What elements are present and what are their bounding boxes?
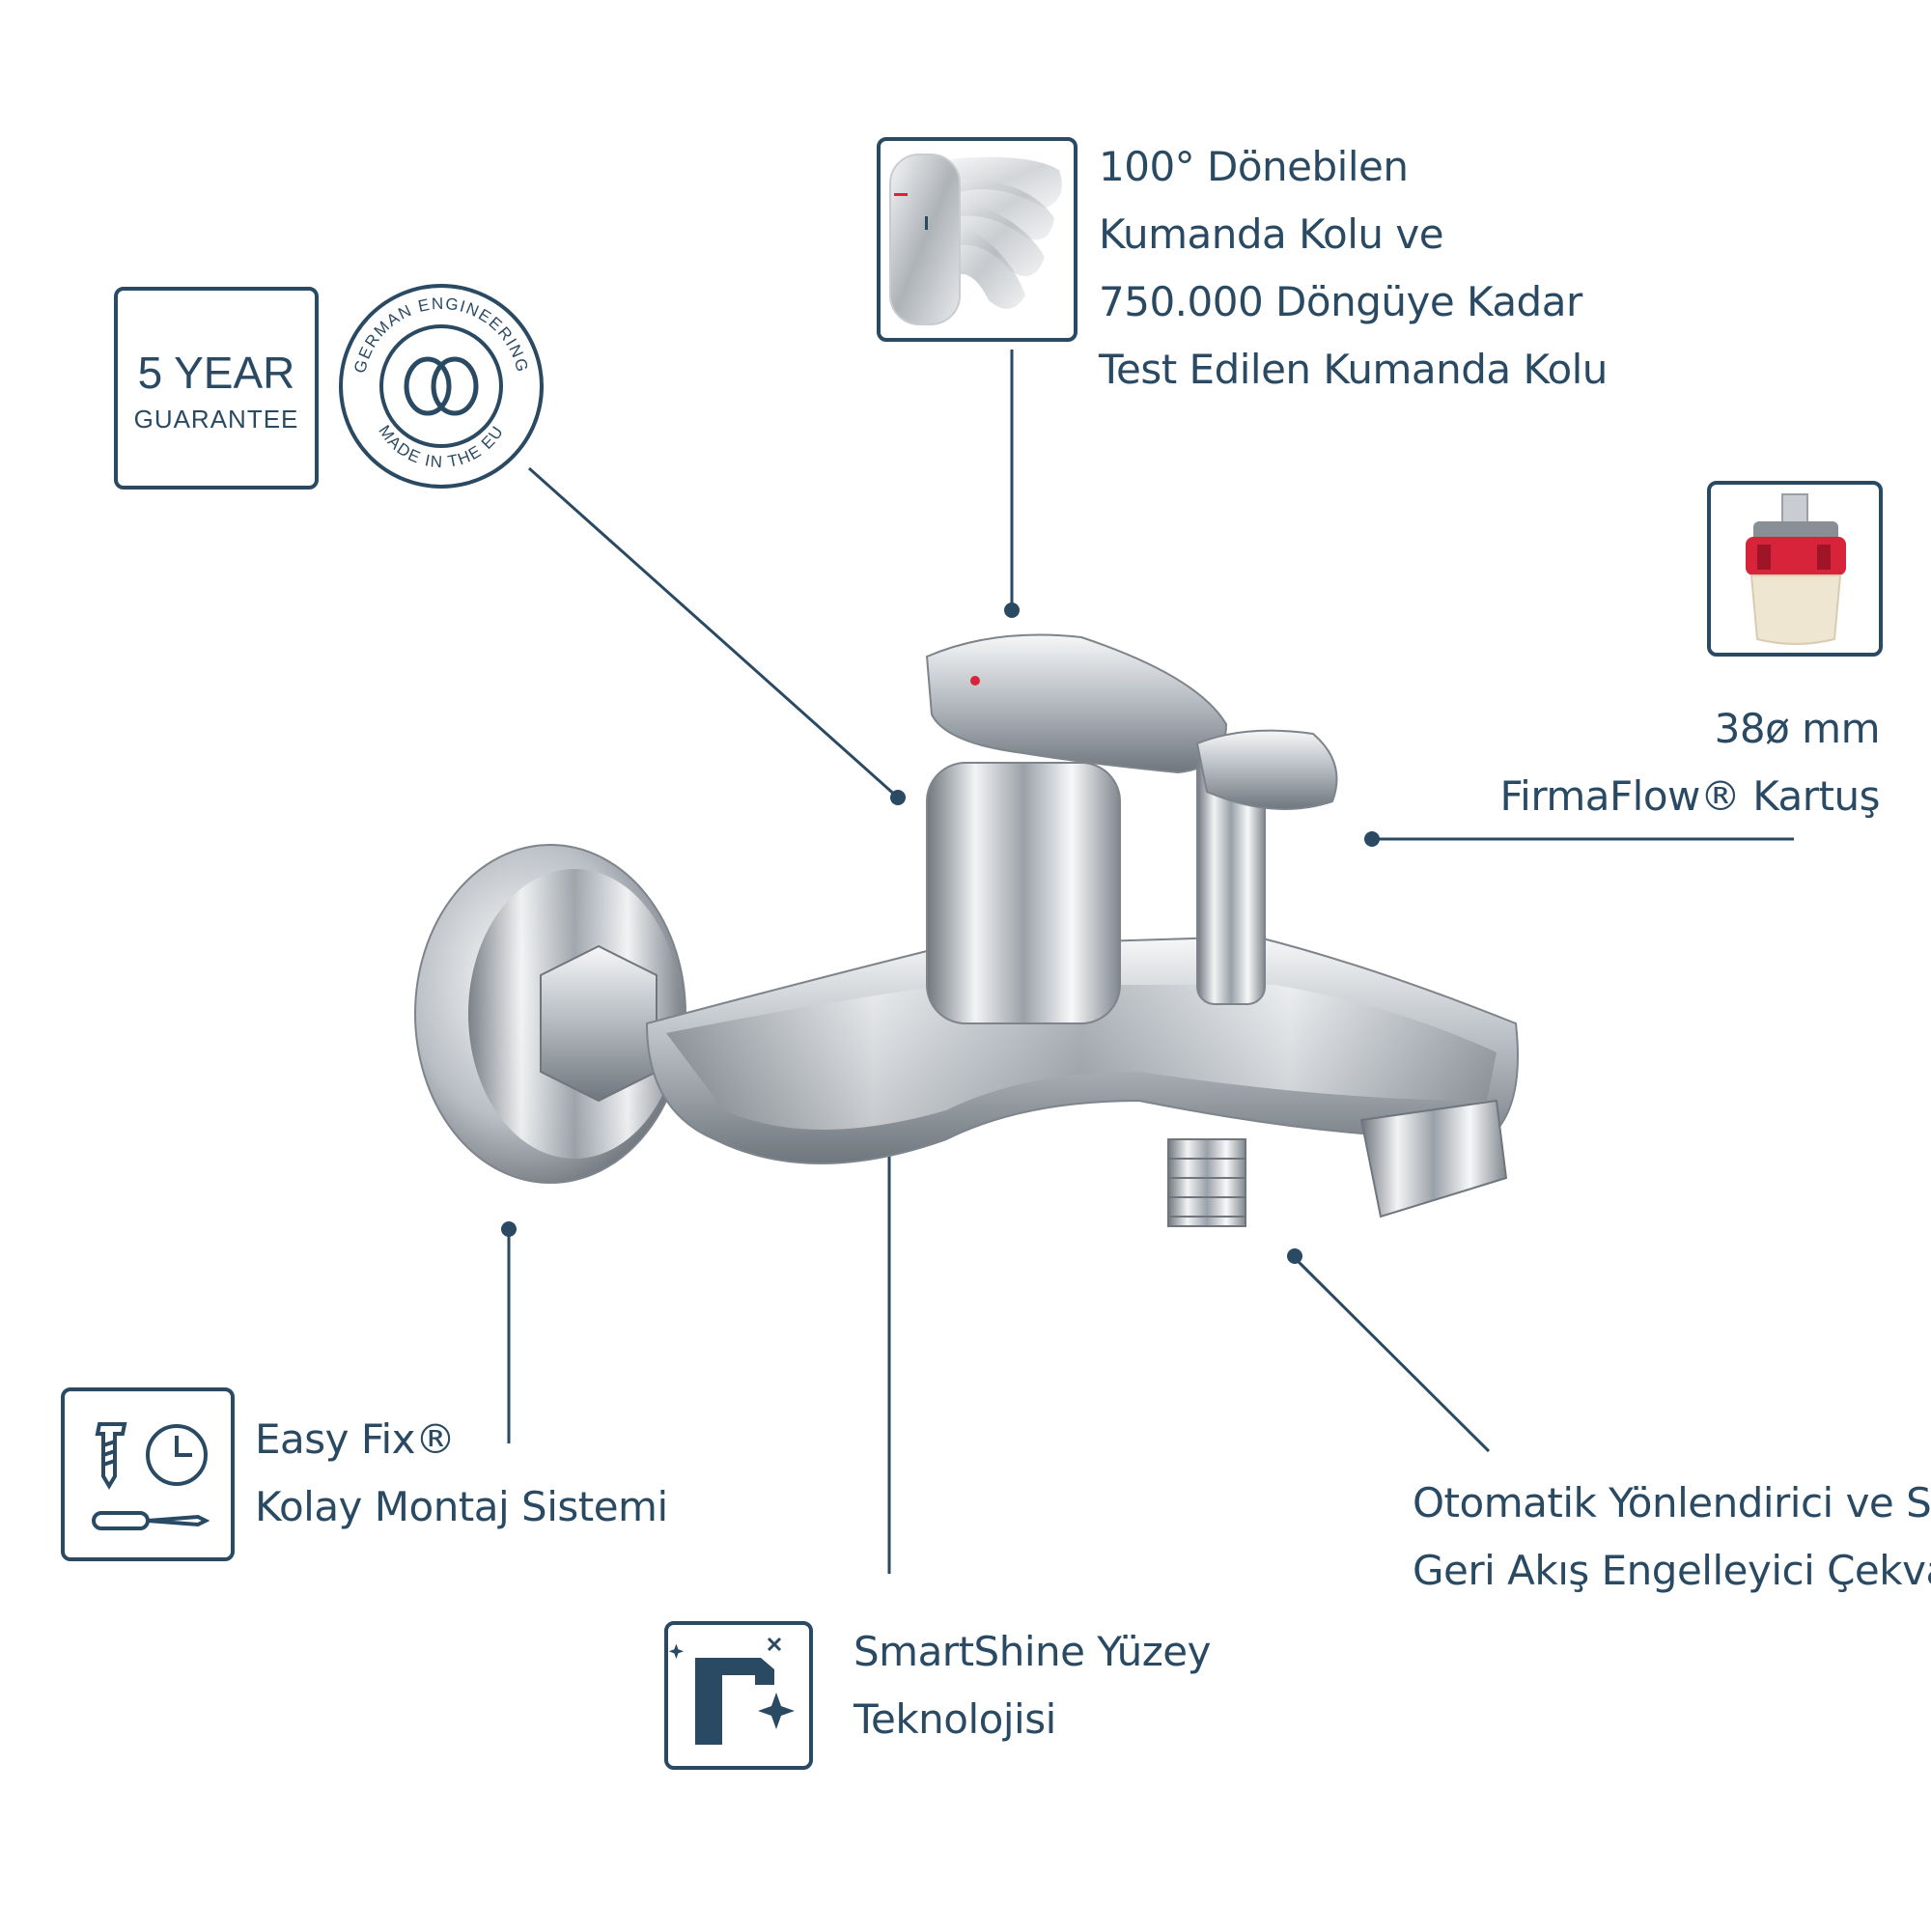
german-engineering-seal: GERMAN ENGINEERING MADE IN THE EU: [339, 284, 544, 489]
cartridge-icon: [1746, 493, 1846, 645]
diverter-line-1: Otomatik Yönlendirici ve Su: [1413, 1479, 1931, 1526]
smartshine-feature-text: SmartShine Yüzey Teknolojisi: [854, 1618, 1212, 1753]
easyfix-line-2: Kolay Montaj Sistemi: [255, 1483, 668, 1530]
handle-rotation-image: [877, 137, 1077, 342]
handle-line-1: 100° Dönebilen: [1099, 143, 1409, 190]
smartshine-line-1: SmartShine Yüzey: [854, 1628, 1212, 1675]
cartridge-image: [1707, 481, 1883, 657]
diverter-feature-text: Otomatik Yönlendirici ve Su Geri Akış En…: [1413, 1470, 1931, 1605]
cartridge-line-1: 38ø mm: [1714, 705, 1881, 752]
rings-logo-icon: [404, 356, 479, 416]
handle-line-3: 750.000 Döngüye Kadar: [1099, 278, 1582, 325]
lever-rotation-icon: [889, 154, 1062, 325]
guarantee-label: GUARANTEE: [133, 405, 299, 434]
handle-feature-text: 100° Dönebilen Kumanda Kolu ve 750.000 D…: [1099, 133, 1608, 404]
smartshine-icon-box: [664, 1621, 813, 1770]
diverter-line-2: Geri Akış Engelleyici Çekvalf: [1413, 1547, 1931, 1594]
handle-line-4: Test Edilen Kumanda Kolu: [1099, 346, 1608, 393]
screw-clock-screwdriver-icon: [92, 1422, 210, 1530]
easyfix-feature-text: Easy Fix® Kolay Montaj Sistemi: [255, 1406, 668, 1541]
sparkling-faucet-icon: [668, 1637, 795, 1745]
smartshine-line-2: Teknolojisi: [854, 1695, 1056, 1743]
cartridge-line-2: FirmaFlow® Kartuş: [1499, 772, 1881, 820]
easy-fix-icon-box: [61, 1387, 235, 1561]
guarantee-badge: 5 YEAR GUARANTEE: [114, 287, 319, 490]
cartridge-feature-text: 38ø mm FirmaFlow® Kartuş: [1499, 695, 1881, 830]
guarantee-years: 5 YEAR: [137, 348, 295, 398]
bath-mixer-faucet-image: [414, 633, 1519, 1227]
easyfix-line-1: Easy Fix®: [255, 1415, 456, 1463]
handle-line-2: Kumanda Kolu ve: [1099, 210, 1444, 258]
